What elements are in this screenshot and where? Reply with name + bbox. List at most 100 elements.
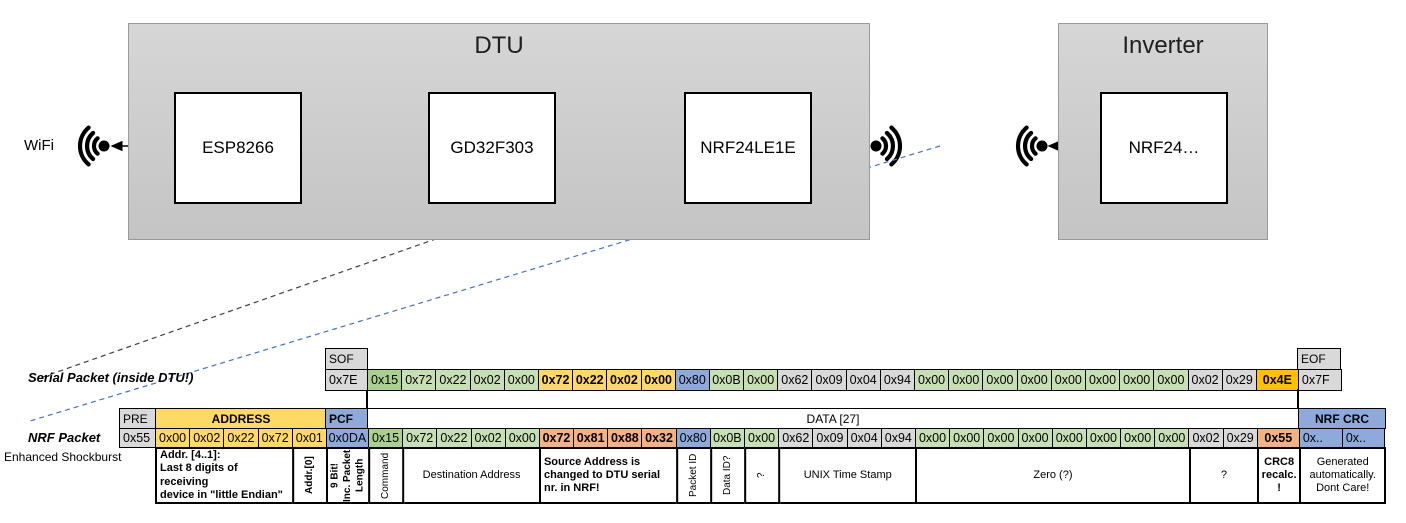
pcf-header: PCF	[325, 408, 368, 429]
byte-cell: 0x72	[401, 369, 437, 391]
byte-cell: 0x02	[469, 369, 505, 391]
byte-cell: 0x72	[402, 428, 438, 448]
byte-cell: 0x02	[1188, 428, 1224, 448]
byte-cell: 0x02	[470, 428, 506, 448]
byte-cell: 0x00	[1016, 369, 1052, 391]
byte-cell: 0x..	[1341, 428, 1385, 448]
serial-packet-label: Serial Packet (inside DTU!)	[28, 370, 194, 385]
annotation-cell: Command	[367, 447, 405, 504]
byte-cell: 0x72	[257, 428, 293, 448]
annotation-cell: Data ID?	[709, 447, 747, 504]
byte-cell: 0x72	[538, 428, 575, 448]
annotations-row: Addr. [4..1]: Last 8 digits of receiving…	[155, 447, 1387, 504]
annotation-cell: 9 Bit! Inc. Packet Length	[325, 447, 370, 504]
byte-cell: 0x00	[1154, 428, 1190, 448]
byte-cell: 0x04	[846, 428, 882, 448]
byte-cell: 0x55	[119, 428, 156, 448]
byte-cell: 0x00	[1050, 369, 1086, 391]
inverter-title: Inverter	[1122, 32, 1204, 59]
annotation-cell: ?	[744, 447, 781, 504]
data-end-connector	[1297, 389, 1299, 409]
byte-cell: 0x09	[812, 428, 848, 448]
byte-cell: 0x81	[573, 428, 609, 448]
nrf-packet-label: NRF Packet	[28, 430, 101, 445]
wifi-label: WiFi	[24, 137, 54, 154]
byte-cell: 0x00	[1120, 428, 1156, 448]
annotation-cell: Destination Address	[402, 447, 541, 504]
byte-cell: 0x22	[572, 369, 608, 391]
byte-cell: 0x01	[291, 428, 327, 448]
byte-cell: 0x32	[641, 428, 677, 448]
byte-cell: 0x00	[640, 369, 676, 391]
dtu-title: DTU	[474, 32, 524, 59]
annotation-cell: ?	[1188, 447, 1260, 504]
byte-cell: 0x7F	[1297, 369, 1342, 391]
byte-cell: 0x94	[879, 369, 915, 391]
annotation-cell: UNIX Time Stamp	[778, 447, 918, 504]
byte-cell: 0x00	[914, 428, 951, 448]
byte-cell: 0x00	[743, 369, 779, 391]
byte-cell: 0x88	[607, 428, 643, 448]
byte-cell: 0x80	[675, 428, 711, 448]
byte-cell: 0x94	[880, 428, 916, 448]
byte-cell: 0x02	[606, 369, 642, 391]
annotation-cell: CRC8 recalc. !	[1257, 447, 1302, 504]
annotation-cell: Addr.[0]	[291, 447, 328, 504]
byte-cell: 0x55	[1256, 428, 1300, 448]
wifi-icon	[77, 125, 110, 167]
pre-header: PRE	[119, 408, 156, 429]
byte-cell: 0x29	[1221, 369, 1257, 391]
radio-waves-icon-dtu	[870, 125, 903, 167]
sof-header: SOF	[325, 348, 368, 370]
byte-cell: 0x0B	[709, 428, 745, 448]
annotation-cell: Generated automatically. Dont Care!	[1299, 447, 1387, 504]
byte-cell: 0x00	[1084, 369, 1121, 391]
byte-cell: 0x29	[1222, 428, 1258, 448]
byte-cell: 0x15	[367, 369, 403, 391]
byte-cell: 0x22	[223, 428, 259, 448]
annotation-cell: Zero (?)	[915, 447, 1191, 504]
annotation-cell: Packet ID	[675, 447, 712, 504]
byte-cell: 0x00	[948, 369, 984, 391]
nrf24le1e-box: NRF24LE1E	[684, 92, 812, 204]
byte-cell: 0x00	[983, 428, 1019, 448]
byte-cell: 0x72	[537, 369, 574, 391]
byte-cell: 0x00	[1085, 428, 1122, 448]
byte-cell: 0x62	[777, 369, 813, 391]
data-header: DATA [27]	[367, 408, 1299, 429]
byte-cell: 0x00	[504, 428, 540, 448]
byte-cell: 0x02	[1187, 369, 1223, 391]
byte-cell: 0x..	[1298, 428, 1343, 448]
annotation-cell: Source Address is changed to DTU serial …	[538, 447, 678, 504]
byte-cell: 0x00	[155, 428, 191, 448]
esp8266-box: ESP8266	[174, 92, 302, 204]
byte-cell: 0x04	[845, 369, 881, 391]
byte-cell: 0x0B	[708, 369, 745, 391]
annotation-cell: Addr. [4..1]: Last 8 digits of receiving…	[155, 447, 294, 504]
radio-waves-icon-inverter	[1015, 125, 1048, 167]
byte-cell: 0x00	[1051, 428, 1087, 448]
byte-cell: 0x02	[189, 428, 225, 448]
byte-cell: 0x22	[436, 428, 472, 448]
eof-header: EOF	[1297, 348, 1341, 370]
byte-cell: 0x00	[1017, 428, 1053, 448]
gd32f303-box: GD32F303	[428, 92, 556, 204]
nrf-crc-header: NRF CRC	[1298, 408, 1386, 429]
byte-cell: 0x0DA	[325, 428, 369, 448]
address-header: ADDRESS	[155, 408, 327, 429]
byte-cell: 0x00	[914, 369, 950, 391]
byte-cell: 0x80	[674, 369, 710, 391]
byte-cell: 0x00	[1119, 369, 1155, 391]
byte-cell: 0x00	[744, 428, 780, 448]
byte-cell: 0x62	[778, 428, 814, 448]
byte-cell: 0x00	[1153, 369, 1189, 391]
inverter-nrf24-box: NRF24…	[1100, 92, 1228, 204]
byte-cell: 0x22	[435, 369, 471, 391]
data-start-connector	[366, 390, 368, 409]
byte-cell: 0x4E	[1255, 369, 1299, 391]
byte-cell: 0x7E	[325, 369, 368, 391]
byte-cell: 0x00	[503, 369, 539, 391]
